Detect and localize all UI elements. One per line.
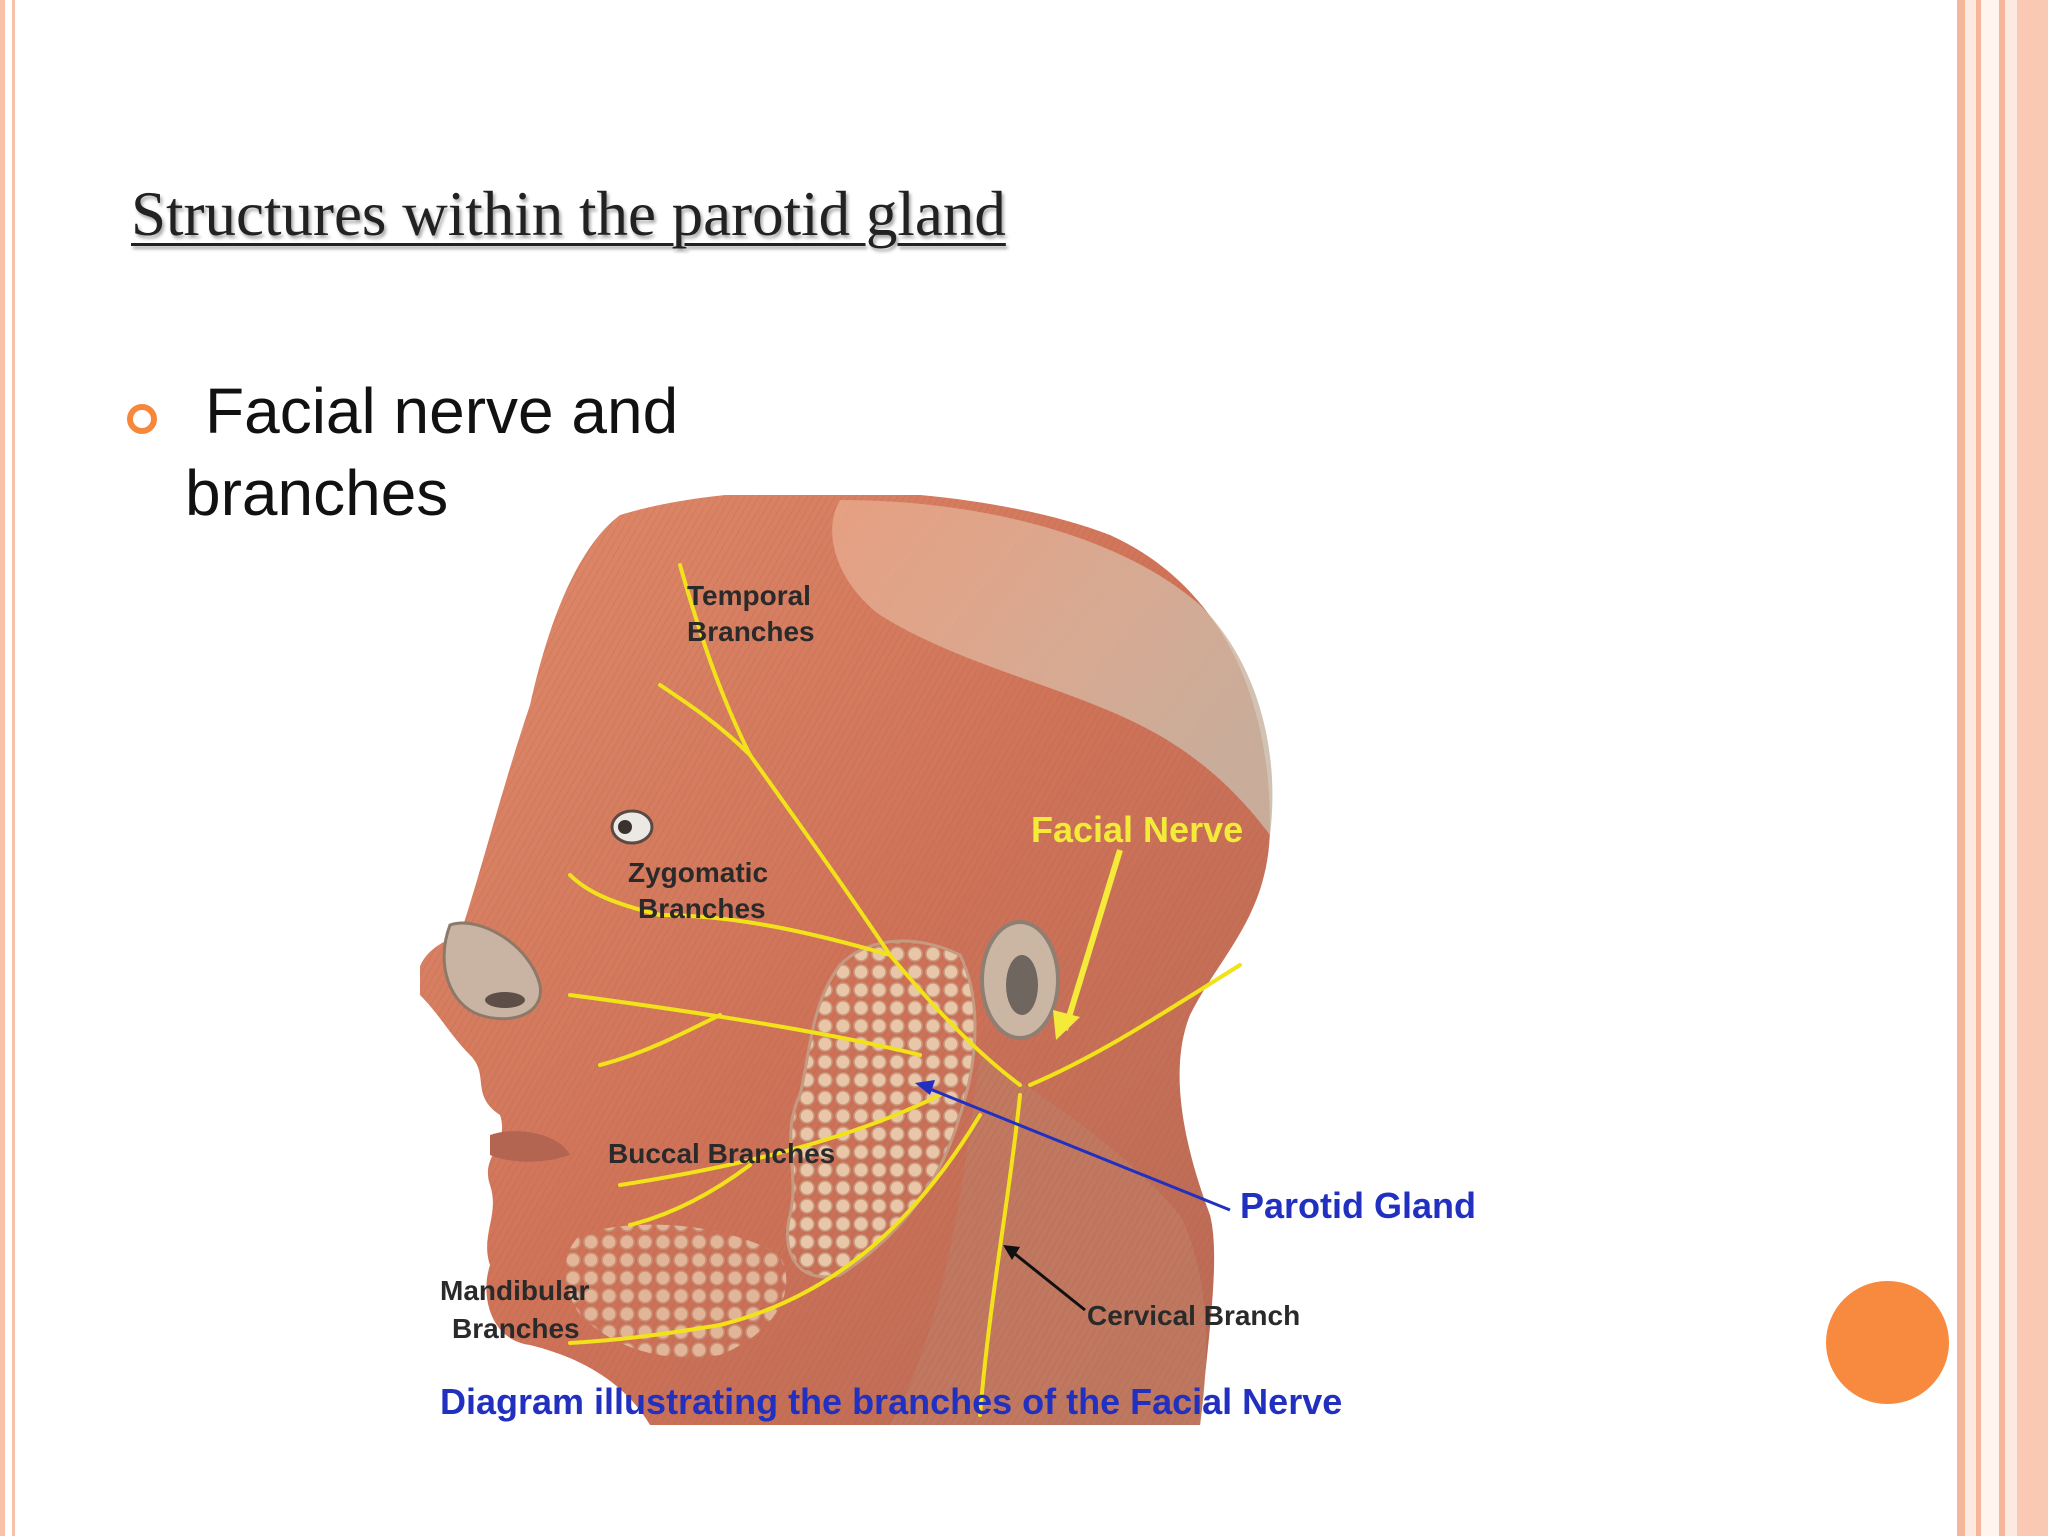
anatomy-illustration: Temporal Branches Zygomatic Branches Buc… (420, 495, 1476, 1425)
right-stripe (1981, 0, 1999, 1536)
right-stripe (2005, 0, 2017, 1536)
cervical-branch-label: Cervical Branch (1087, 1300, 1300, 1331)
parotid-arrow (919, 1083, 1231, 1212)
right-stripe (1957, 0, 1965, 1536)
diagram-caption: Diagram illustrating the branches of the… (440, 1381, 1342, 1422)
bullet-text: Facial nerve and branches (185, 375, 679, 526)
scalp-region (832, 500, 1273, 835)
facial-nerve-arrow (1062, 849, 1123, 1031)
right-stripe (1965, 0, 1976, 1536)
bullet-icon (127, 404, 157, 434)
nerve-branches (568, 563, 1242, 1417)
decorative-orange-circle (1826, 1281, 1949, 1404)
parotid-gland (785, 939, 977, 1279)
parotid-gland-label: Parotid Gland (1240, 1185, 1476, 1226)
zygomatic-label-1: Zygomatic (628, 857, 768, 888)
left-border (0, 0, 5, 1536)
facial-nerve-diagram: Temporal Branches Zygomatic Branches Buc… (420, 495, 1520, 1435)
temporal-label-1: Temporal (687, 580, 811, 611)
cervical-arrow (1009, 1248, 1086, 1312)
temporal-label-2: Branches (687, 616, 815, 647)
right-stripe (1976, 0, 1981, 1536)
buccal-label: Buccal Branches (608, 1138, 835, 1169)
mandibular-label-1: Mandibular (440, 1275, 589, 1306)
left-border-inner (12, 0, 15, 1536)
mandibular-label-2: Branches (452, 1313, 580, 1344)
submandibular-region (565, 1224, 787, 1358)
right-stripe (1999, 0, 2005, 1536)
facial-nerve-label: Facial Nerve (1031, 809, 1243, 850)
zygomatic-label-2: Branches (638, 893, 766, 924)
slide-title: Structures within the parotid gland (131, 179, 1006, 249)
right-stripe (2017, 0, 2048, 1536)
